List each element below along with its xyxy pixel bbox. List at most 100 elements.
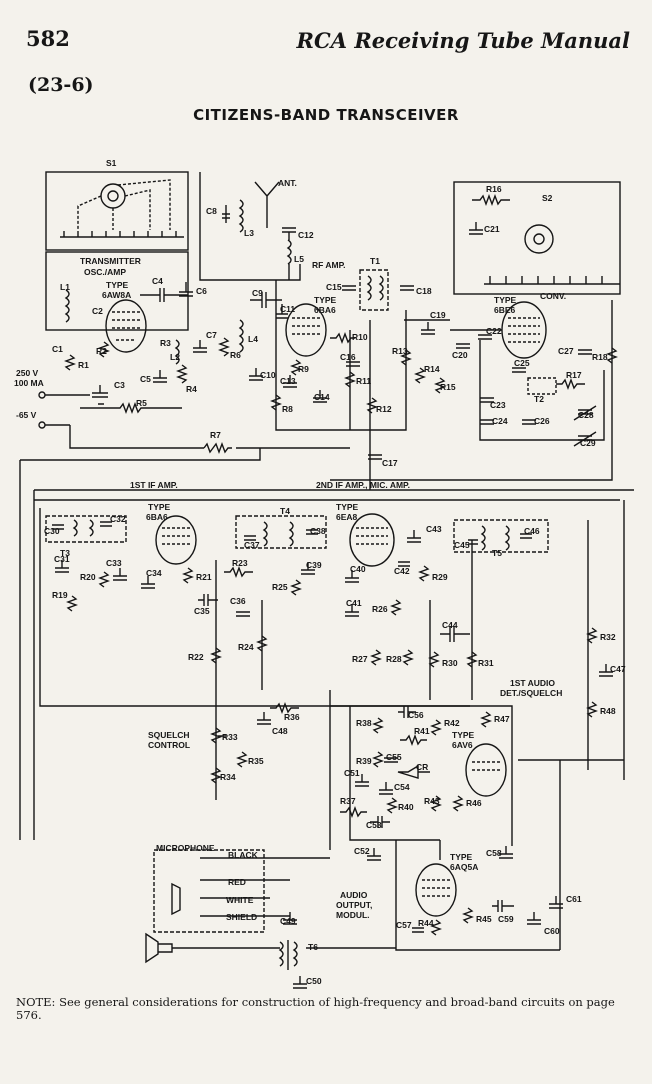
- ref-r11: R11: [356, 376, 371, 386]
- resistor-r19: [66, 595, 78, 612]
- cap-c4: [140, 288, 188, 302]
- transformer-t5: [453, 519, 549, 553]
- tube-6av6-grids: [472, 761, 500, 771]
- ref-r23: R23: [232, 558, 248, 568]
- ref-c40: C40: [350, 564, 366, 574]
- ref-c34: C34: [146, 568, 162, 578]
- label-1st-if: 1ST IF AMP.: [130, 480, 178, 490]
- audio-bus: [329, 690, 624, 951]
- ref-r7: R7: [210, 430, 221, 440]
- ref-c33: C33: [106, 558, 122, 568]
- if-frame-top: [34, 489, 634, 501]
- resistor-r44: [430, 919, 442, 936]
- cap-c21: [469, 222, 483, 235]
- label-s2: S2: [542, 193, 553, 203]
- ref-l5: L5: [294, 254, 304, 264]
- cap-c52: [367, 848, 381, 861]
- resistor-r7: [203, 442, 232, 454]
- s2-switch-box: [453, 181, 621, 295]
- cap-c25: [512, 367, 526, 373]
- ref-c36: C36: [230, 596, 246, 606]
- ref-t6: T6: [308, 942, 318, 952]
- cap-c12: [282, 227, 296, 233]
- label-tube2-type: TYPE: [314, 295, 337, 305]
- label-tube2-name: 6BA6: [314, 305, 336, 315]
- component-reference-labels: C1C2C3C4C5C6C7C8C9C10C11C12C13C14C15C16C…: [44, 184, 626, 986]
- resistor-r33: [210, 727, 226, 744]
- ref-c27: C27: [558, 346, 574, 356]
- ref-l1: L1: [60, 282, 70, 292]
- ref-c46: C46: [524, 526, 540, 536]
- tube-6aq5a-grids: [422, 879, 450, 897]
- label-tube4-type: TYPE: [148, 502, 171, 512]
- label-microphone: MICROPHONE: [156, 843, 215, 853]
- ref-r15: R15: [440, 382, 456, 392]
- ref-r39: R39: [356, 756, 372, 766]
- ref-c30: C30: [44, 526, 60, 536]
- ref-r4: R4: [186, 384, 197, 394]
- ref-c3: C3: [114, 380, 125, 390]
- ref-r47: R47: [494, 714, 510, 724]
- ref-c60: C60: [544, 926, 560, 936]
- ref-r29: R29: [432, 572, 448, 582]
- resistor-r27: [370, 649, 382, 666]
- figure-title: CITIZENS-BAND TRANSCEIVER: [193, 106, 459, 124]
- coil-l3: [238, 199, 244, 233]
- resistor-r23: [224, 566, 253, 578]
- ref-c26: C26: [534, 416, 550, 426]
- cap-c48: [257, 712, 271, 725]
- label-black: BLACK: [228, 850, 259, 860]
- tube-6ba6-rf: [285, 303, 327, 357]
- resistor-r17: [556, 378, 585, 390]
- resistor-r29: [418, 565, 430, 582]
- ref-c58: C58: [486, 848, 502, 858]
- ref-t3: T3: [60, 548, 70, 558]
- ref-c20: C20: [452, 350, 468, 360]
- label-ant: ANT.: [278, 178, 297, 188]
- ref-c13: C13: [280, 376, 296, 386]
- t4-coils: [262, 521, 294, 547]
- resistor-r37: [340, 806, 367, 818]
- rf-bus: [275, 280, 407, 490]
- resistor-r1: [64, 354, 76, 371]
- cap-c28: [573, 405, 597, 421]
- ref-c48: C48: [272, 726, 288, 736]
- resistor-r47: [480, 711, 492, 728]
- cap-c22: [478, 334, 492, 340]
- s1-contacts: [60, 231, 184, 238]
- label-osc-amp: OSC./AMP: [84, 267, 126, 277]
- ref-c55: C55: [386, 752, 402, 762]
- ref-r19: R19: [52, 590, 68, 600]
- cap-c23: [480, 397, 494, 403]
- ref-r37: R37: [340, 796, 356, 806]
- cap-c9: [250, 292, 282, 308]
- label-squelch-1: SQUELCH: [148, 730, 190, 740]
- coil-l2: [174, 339, 180, 365]
- ref-r9: R9: [298, 364, 309, 374]
- if-bus: [19, 448, 625, 840]
- ref-c31: C31: [54, 554, 70, 564]
- ref-t4: T4: [280, 506, 290, 516]
- cap-c57: [412, 927, 424, 933]
- label-audio-output-1: AUDIO: [340, 890, 368, 900]
- cap-c50: [293, 976, 307, 989]
- s2-contacts: [484, 276, 620, 285]
- ref-c25: C25: [514, 358, 530, 368]
- label-tube5-type: TYPE: [336, 502, 359, 512]
- tube-6be6-grids: [508, 317, 540, 343]
- label-conv: CONV.: [540, 291, 566, 301]
- section-number: (23-6): [28, 74, 94, 96]
- ref-c16: C16: [340, 352, 356, 362]
- ref-c51: C51: [344, 768, 360, 778]
- resistor-r26: [390, 599, 402, 616]
- resistor-r43: [430, 795, 442, 812]
- resistor-r30: [428, 651, 440, 668]
- ref-l3: L3: [244, 228, 254, 238]
- ref-r41: R41: [414, 726, 430, 736]
- resistor-r15: [434, 377, 446, 394]
- cap-c37: [244, 535, 256, 541]
- ref-c21: C21: [484, 224, 500, 234]
- cap-c32: [100, 521, 112, 527]
- ref-c49: C49: [280, 916, 296, 926]
